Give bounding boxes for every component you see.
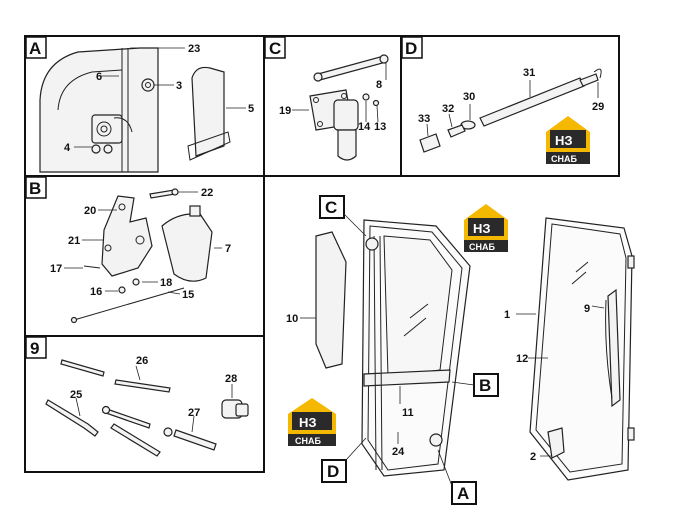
part-number-label: 5: [248, 103, 254, 115]
panel-c-label: C: [269, 39, 281, 58]
logo-top-right: НЗ СНАБ: [546, 116, 590, 164]
part-number-label: 32: [442, 103, 454, 115]
part-number-label: 13: [374, 121, 386, 133]
part-number-label: 11: [402, 407, 414, 419]
panel-b: B 22 20 21 7 17 18 16 15: [24, 175, 265, 337]
part-number-label: 3: [176, 80, 182, 92]
panel-a-label: A: [29, 39, 41, 58]
panel-c: C 8 19 14 13: [263, 35, 402, 177]
part-number-label: 2: [530, 451, 536, 463]
logo-lettering: СНАБ: [551, 154, 577, 164]
logo-lettering: СНАБ: [469, 242, 495, 252]
part-number-label: 25: [70, 389, 82, 401]
panel-a: A 23 6 3 5 4: [24, 35, 265, 177]
part-number-label: 12: [516, 353, 528, 365]
glass-panel: [529, 217, 633, 481]
panel-d-label: D: [405, 39, 417, 58]
glass-door: 1 12 9 2: [504, 217, 635, 481]
latch-cover: [161, 213, 213, 282]
wiper-motor: [337, 129, 357, 161]
part-number-label: 14: [358, 121, 371, 133]
part-number-label: 26: [136, 355, 148, 367]
callout-letter: A: [457, 484, 469, 503]
part-number-label: 10: [286, 313, 298, 325]
part-number-label: 17: [50, 263, 62, 275]
part-number-label: 16: [90, 286, 102, 298]
part-number-label: 9: [584, 303, 590, 315]
wiper-linkage: [173, 429, 217, 451]
part-number-label: 8: [376, 79, 382, 91]
callout-letter: D: [327, 462, 339, 481]
callout-letter: C: [325, 198, 337, 217]
logo-bottom-left: НЗ СНАБ: [288, 398, 336, 446]
part-number-label: 33: [418, 113, 430, 125]
logo-lettering: НЗ: [555, 133, 573, 148]
part-number-label: 4: [64, 142, 71, 154]
end-fitting: [419, 133, 441, 153]
logo-lettering: НЗ: [299, 415, 317, 430]
part-number-label: 18: [160, 277, 172, 289]
part-number-label: 21: [68, 235, 80, 247]
logo-lettering: НЗ: [473, 221, 491, 236]
panel-b-label: B: [29, 179, 41, 198]
panel-9: 9 26 25 27 28: [24, 335, 265, 473]
part-number-label: 19: [279, 105, 291, 117]
side-trim-panel: [315, 231, 347, 369]
part-number-label: 23: [188, 43, 200, 55]
door-assembly: 10 11 24: [286, 219, 471, 477]
part-number-label: 1: [504, 309, 510, 321]
part-number-label: 15: [182, 289, 194, 301]
callout-c: C: [319, 195, 367, 237]
part-number-label: 31: [523, 67, 535, 79]
part-number-label: 6: [96, 71, 102, 83]
door-handle: [547, 427, 565, 459]
door-post: [39, 47, 159, 173]
part-number-label: 27: [188, 407, 200, 419]
part-number-label: 20: [84, 205, 96, 217]
logo-middle: НЗ СНАБ: [464, 204, 508, 252]
handle-cover: [191, 66, 225, 157]
part-number-label: 7: [225, 243, 231, 255]
wiper-arm: [45, 399, 99, 437]
logo-lettering: СНАБ: [295, 436, 321, 446]
wiper-blade-left: [60, 359, 105, 377]
wiper-blade-right: [114, 379, 171, 393]
callout-a: A: [437, 449, 477, 505]
panel-9-label: 9: [30, 339, 39, 358]
latch-assembly: [101, 195, 153, 277]
callout-b: B: [451, 373, 499, 397]
callout-letter: B: [479, 376, 491, 395]
part-number-label: 29: [592, 101, 604, 113]
part-number-label: 22: [201, 187, 213, 199]
part-number-label: 24: [392, 446, 405, 458]
callout-d: D: [321, 437, 367, 483]
part-number-label: 30: [463, 91, 475, 103]
part-number-label: 28: [225, 373, 237, 385]
